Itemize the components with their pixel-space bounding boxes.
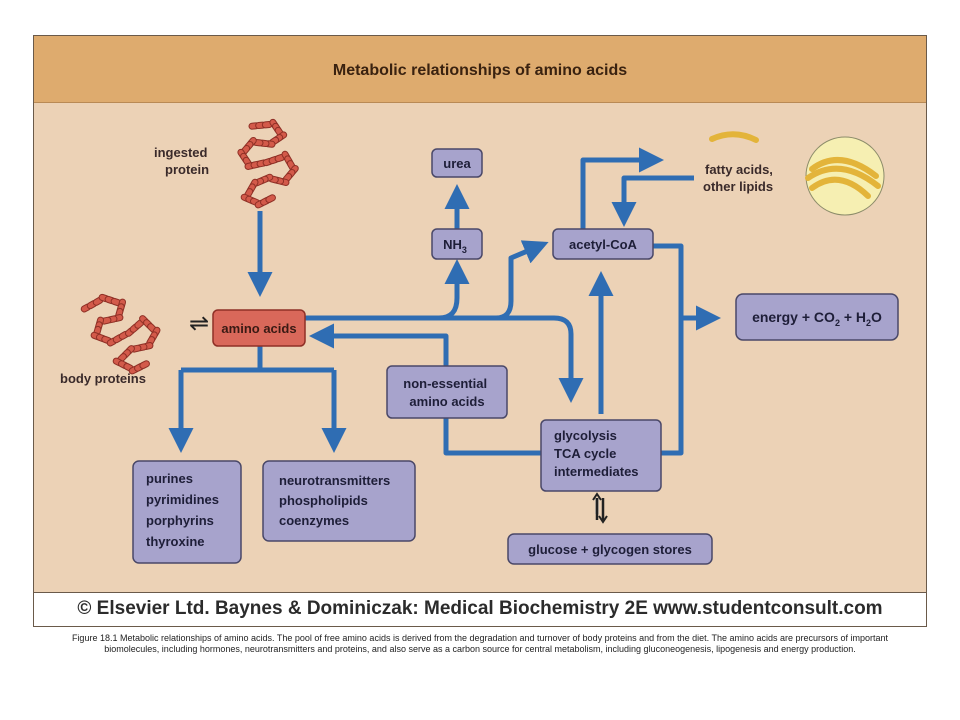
node-purines: purines pyrimidines porphyrins thyroxine — [132, 460, 242, 564]
metabolic-diagram: ⇌ ingested protein body proteins fatty a… — [60, 118, 899, 565]
nh3-subscript: 3 — [462, 245, 467, 255]
figure-panel: Metabolic relationships of amino acids — [33, 35, 927, 627]
urea-label: urea — [443, 156, 471, 171]
purines-line-3: porphyrins — [146, 513, 214, 528]
svg-text:neurotransmitters phos: neurotransmitters phospholipids coenzyme… — [279, 473, 394, 528]
ingested-line-2: protein — [165, 162, 209, 177]
copyright-credit: © Elsevier Ltd. Baynes & Dominiczak: Med… — [77, 598, 883, 619]
svg-text:non-essential amino ac: non-essential amino acids — [403, 376, 490, 409]
purines-line-1: purines — [146, 471, 193, 486]
svg-text:purines pyrimidines: purines pyrimidines porphyrins thyroxine — [146, 471, 223, 549]
arrow-acetyl-to-fatty — [580, 147, 664, 229]
protein-bead — [265, 194, 276, 204]
lipid-icon — [709, 131, 885, 216]
arrow-amino-to-nh3 — [299, 259, 470, 321]
equilibrium-icon: ⇌ — [189, 310, 209, 337]
fatty-line-2: other lipids — [703, 179, 773, 194]
credit-band: © Elsevier Ltd. Baynes & Dominiczak: Med… — [34, 592, 926, 626]
glucose-label: glucose + glycogen stores — [528, 542, 692, 557]
nh3-main: NH — [443, 237, 462, 252]
node-non-essential: non-essential amino acids — [386, 365, 508, 419]
arrow-acetyl-to-energy — [649, 243, 684, 456]
non-essential-line-2: amino acids — [409, 394, 484, 409]
equilibrium-glucose-icon — [592, 492, 608, 524]
energy-mid: + H — [840, 309, 866, 325]
ingested-protein-icon — [237, 118, 299, 209]
figure-caption: Figure 18.1 Metabolic relationships of a… — [71, 633, 889, 654]
svg-text:NH3: NH3 — [443, 237, 467, 255]
neuro-line-2: phospholipids — [279, 493, 368, 508]
protein-bead — [139, 360, 150, 370]
label-body-proteins: body proteins — [60, 371, 146, 386]
node-energy: energy + CO2 + H2O — [735, 293, 899, 341]
title-band: Metabolic relationships of amino acids — [34, 36, 926, 103]
neuro-line-1: neurotransmitters — [279, 473, 390, 488]
node-glycolysis: glycolysis TCA cycle intermediates — [540, 419, 662, 492]
purines-line-2: pyrimidines — [146, 492, 219, 507]
arrow-fatty-to-acetyl — [611, 175, 694, 227]
purines-line-4: thyroxine — [146, 534, 205, 549]
amino-acids-label: amino acids — [221, 321, 296, 336]
node-neurotransmitters: neurotransmitters phospholipids coenzyme… — [262, 460, 416, 542]
fatty-acid-strand-icon — [709, 131, 759, 143]
node-glucose: glucose + glycogen stores — [507, 533, 713, 565]
svg-text:glycolysis TCA cycle: glycolysis TCA cycle intermediates — [554, 428, 639, 479]
node-urea: urea — [431, 148, 483, 178]
ingested-line-1: ingested — [154, 145, 208, 160]
label-ingested-protein: ingested protein — [154, 145, 211, 177]
non-essential-line-1: non-essential — [403, 376, 487, 391]
label-fatty-acids: fatty acids, other lipids — [703, 162, 777, 194]
svg-text:energy + CO2 + H2O: energy + CO2 + H2O — [752, 309, 882, 328]
energy-prefix: energy + CO — [752, 309, 835, 325]
diagram-title: Metabolic relationships of amino acids — [332, 62, 628, 79]
energy-suffix: O — [871, 309, 882, 325]
body-protein-icon — [80, 293, 161, 375]
arrow-amino-to-acetyl — [299, 240, 549, 321]
node-amino-acids: amino acids — [212, 309, 306, 347]
energy-sub-1: 2 — [835, 318, 840, 328]
glycolysis-line-1: glycolysis — [554, 428, 617, 443]
acetyl-coa-label: acetyl-CoA — [569, 237, 638, 252]
glycolysis-line-2: TCA cycle — [554, 446, 616, 461]
energy-sub-2: 2 — [866, 318, 871, 328]
fatty-line-1: fatty acids, — [705, 162, 773, 177]
glycolysis-line-3: intermediates — [554, 464, 639, 479]
neuro-line-3: coenzymes — [279, 513, 349, 528]
arrow-amino-to-glycolysis — [299, 315, 584, 403]
node-acetyl-coa: acetyl-CoA — [552, 228, 654, 260]
node-nh3: NH3 — [431, 228, 483, 260]
